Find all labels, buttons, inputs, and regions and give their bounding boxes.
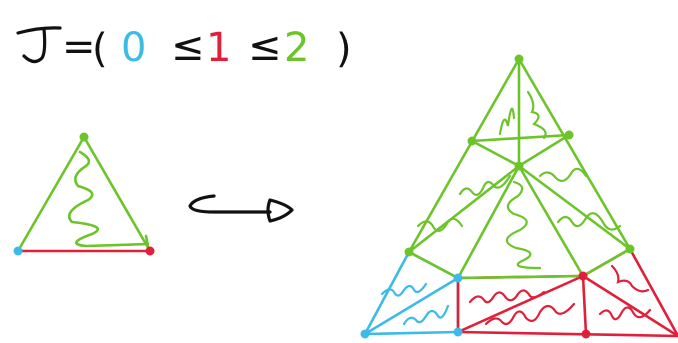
- vertex-dot-left: [13, 246, 23, 256]
- red-region-squiggle-d: [610, 264, 650, 293]
- green-inner-line-5: [517, 165, 585, 277]
- vertex-dot-blue-mid: [453, 273, 463, 283]
- vertex-dot-right: [145, 246, 155, 256]
- vertex-dot-red-mid: [578, 271, 588, 281]
- small-triangle-edge-left: [16, 135, 86, 253]
- script-j-glyph: [16, 26, 62, 64]
- blue-region-squiggle-a: [380, 282, 428, 297]
- green-squiggle-left-1: [458, 174, 512, 196]
- arrow-hook-shaft: [188, 194, 272, 214]
- green-squiggle-right-1: [538, 167, 588, 182]
- red-region-squiggle-a: [468, 289, 546, 304]
- leq-symbol-1: ≤: [171, 24, 205, 70]
- close-paren: ): [336, 26, 352, 72]
- red-region-diagonal-a: [457, 274, 584, 334]
- green-squiggle-top: [498, 90, 547, 140]
- red-region-squiggle-b: [484, 302, 576, 326]
- open-paren: (: [92, 26, 108, 72]
- vertex-dot-green-left: [467, 136, 477, 146]
- vertex-dot-blue-br: [453, 327, 463, 337]
- blue-region-diagonal: [364, 276, 459, 336]
- green-outer-outline: [407, 57, 632, 280]
- small-triangle-zigzag: [67, 150, 150, 248]
- vertex-dot-red-bottom: [581, 329, 591, 339]
- equals-sign: =: [62, 24, 96, 70]
- vertex-dot-blue-bl: [360, 329, 370, 339]
- green-inner-line-4: [456, 165, 521, 279]
- red-region-squiggle-c: [598, 306, 652, 321]
- vertex-dot-green-bl: [404, 247, 414, 257]
- blue-region-squiggle-b: [402, 304, 450, 326]
- blue-region-outline: [363, 250, 460, 336]
- inclusion-arrow: [188, 194, 294, 223]
- green-inner-line-6: [408, 164, 520, 254]
- small-simplex: [13, 132, 155, 256]
- green-squiggle-right-2: [556, 212, 622, 231]
- green-inner-line-2: [471, 133, 570, 143]
- green-squiggle-left-2: [416, 217, 464, 232]
- item-0: 0: [121, 25, 146, 71]
- small-triangle-edge-right: [82, 135, 152, 253]
- large-subdivided-simplex: [360, 54, 678, 339]
- item-2: 2: [284, 25, 309, 71]
- red-region-diagonal-b: [581, 275, 588, 335]
- arrow-head-icon: [266, 198, 294, 223]
- formula: J = ( 0 ≤ 1 ≤ 2 ): [16, 24, 352, 72]
- vertex-dot-center: [514, 161, 524, 171]
- item-1: 1: [206, 25, 231, 71]
- green-inner-line-7: [518, 164, 631, 251]
- leq-symbol-2: ≤: [248, 24, 282, 70]
- red-region-diagonal-c: [582, 274, 678, 338]
- green-squiggle-center: [505, 180, 542, 270]
- vertex-dot-green-br: [625, 244, 635, 254]
- vertex-dot-top: [79, 132, 89, 142]
- vertex-dot-green-right: [564, 130, 574, 140]
- red-region-outline: [456, 247, 678, 338]
- vertex-dot-apex: [514, 54, 524, 64]
